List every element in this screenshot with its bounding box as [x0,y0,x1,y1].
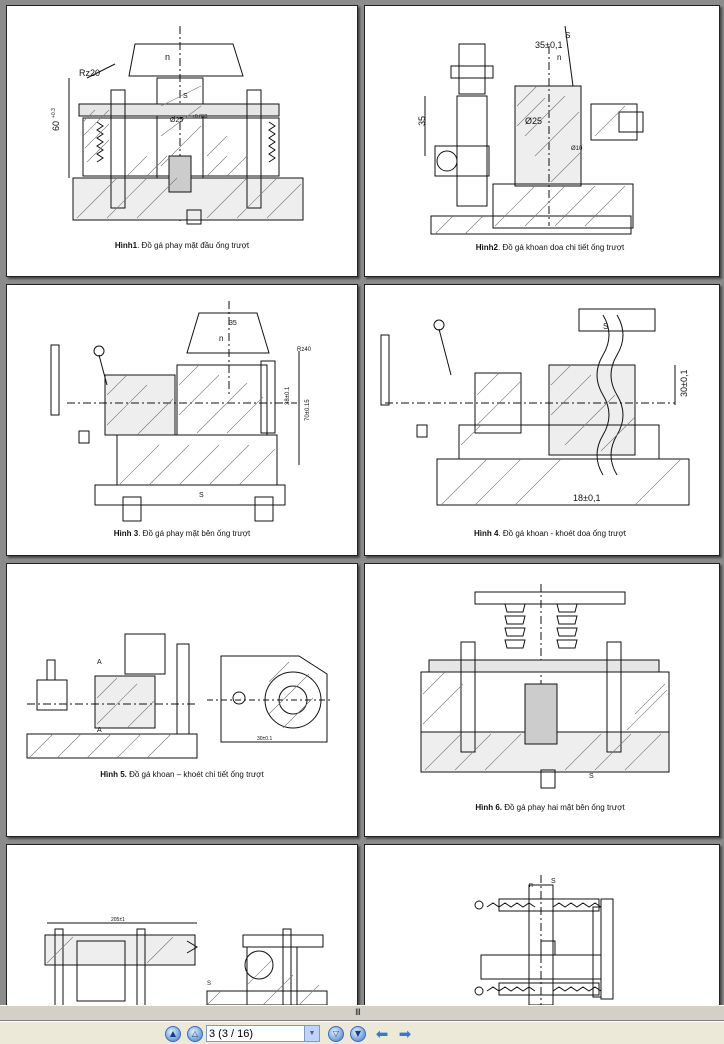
chevron-down-icon: ▼ [308,1030,316,1037]
page-thumbnail-4[interactable]: S 30±0,1 18±0,1 Hình 4. Đồ gá khoan - kh… [364,284,720,556]
drawing-fixture-1: Rz20 60 +0.3 n S Ø25 +0.033 [51,26,304,225]
page-number-input[interactable] [209,1026,301,1041]
page-thumbnail-3[interactable]: 35 n Rz40 38±0.1 70±0.15 S Hình 3. Đồ gá… [6,284,358,556]
page-thumbnail-8[interactable]: n S [364,844,720,1005]
drawing-fixture-5: A A 30±0.1 [26,633,333,759]
label-38-tol: 38±0.1 [285,386,291,405]
pane-splitter[interactable]: III [0,1005,724,1021]
page-thumbnail-6[interactable]: S Hình 6. Đồ gá phay hai mặt bên ống trư… [364,563,720,837]
last-page-icon: ▼ [354,1029,362,1038]
previous-page-icon: △ [191,1029,199,1038]
label-s: S [565,31,570,40]
navigation-toolbar: ▲ △ ▼ ▽ ▼ ⬅ ➡ [0,1021,724,1044]
label-n: n [165,52,170,62]
label-diameter: Ø25 [525,116,542,126]
first-page-icon: ▲ [169,1029,177,1038]
page-caption-2: Hình2. Đồ gá khoan doa chi tiết ống trượ… [475,243,625,252]
back-arrow-icon: ⬅ [375,1025,389,1043]
next-page-button[interactable]: ▽ [328,1026,344,1042]
forward-arrow-icon: ➡ [398,1025,412,1043]
page-caption-6: Hình 6. Đồ gá phay hai mặt bên ống trượt [475,803,625,812]
drawing-fixture-8: n S [474,875,614,1005]
label-35-tol: 35±0,1 [535,40,562,50]
label-n: n [529,882,533,889]
previous-page-button[interactable]: △ [187,1026,203,1042]
page-dropdown-button[interactable]: ▼ [304,1026,319,1041]
splitter-grip-icon[interactable]: III [355,1008,361,1018]
last-page-button[interactable]: ▼ [350,1026,366,1042]
label-s: S [199,492,204,499]
page-thumbnail-7[interactable]: 205±1 S [6,844,358,1005]
label-rz40: Rz40 [297,347,312,353]
drawing-fixture-6: S [420,584,670,789]
label-30-tol: 30±0.1 [257,736,272,742]
drawing-fixture-7: 205±1 S [44,917,328,1005]
drawing-fixture-4: S 30±0,1 18±0,1 [380,308,690,506]
forward-button[interactable]: ➡ [396,1025,414,1043]
first-page-button[interactable]: ▲ [165,1026,181,1042]
label-n: n [557,53,561,62]
label-30-tol: 30±0,1 [679,370,689,397]
label-diameter-tol: +0.033 [192,114,208,120]
drawing-fixture-3: 35 n Rz40 38±0.1 70±0.15 S [50,301,312,522]
label-35: 35 [417,116,427,126]
page-caption-1: Hình1. Đồ gá phay mặt đầu ống trượt [114,241,250,250]
page-thumbnail-2[interactable]: 35±0,1 S n 35 Ø25 Ø10 Hình2. Đồ gá khoan… [364,5,720,277]
label-s: S [207,981,211,987]
label-section-a-bottom: A [97,727,102,734]
label-s: S [603,322,608,331]
page-selector[interactable]: ▼ [206,1025,320,1042]
page-thumbnail-1[interactable]: Rz20 60 +0.3 n S Ø25 +0.033 Hình1. Đồ gá… [6,5,358,277]
label-section-a-top: A [97,659,102,666]
label-s: S [589,773,594,780]
label-18-tol: 18±0,1 [573,493,600,503]
label-70-tol: 70±0.15 [305,399,311,421]
label-205-tol: 205±1 [111,917,125,923]
next-page-icon: ▽ [332,1029,340,1038]
label-n: n [219,334,223,343]
page-thumbnail-5[interactable]: A A 30±0.1 Hình 5. Đồ gá khoan – khoét c… [6,563,358,837]
label-rz20: Rz20 [79,68,100,78]
label-s: S [551,878,556,885]
back-button[interactable]: ⬅ [373,1025,391,1043]
label-35: 35 [229,320,237,327]
label-tolerance: +0.3 [51,108,57,118]
document-viewer[interactable]: Rz20 60 +0.3 n S Ø25 +0.033 Hình1. Đồ gá… [0,0,724,1005]
drawing-fixture-2: 35±0,1 S n 35 Ø25 Ø10 [417,25,644,235]
page-caption-3: Hình 3. Đồ gá phay mặt bên ống trượt [113,529,251,538]
label-60: 60 [51,121,61,131]
label-diameter: Ø25 [170,117,183,124]
page-caption-4: Hình 4. Đồ gá khoan - khoét doa ống trượ… [473,529,627,538]
page-caption-5: Hình 5. Đồ gá khoan – khoét chi tiết ống… [100,770,264,779]
label-s: S [183,93,188,100]
label-diameter-10: Ø10 [571,146,583,152]
